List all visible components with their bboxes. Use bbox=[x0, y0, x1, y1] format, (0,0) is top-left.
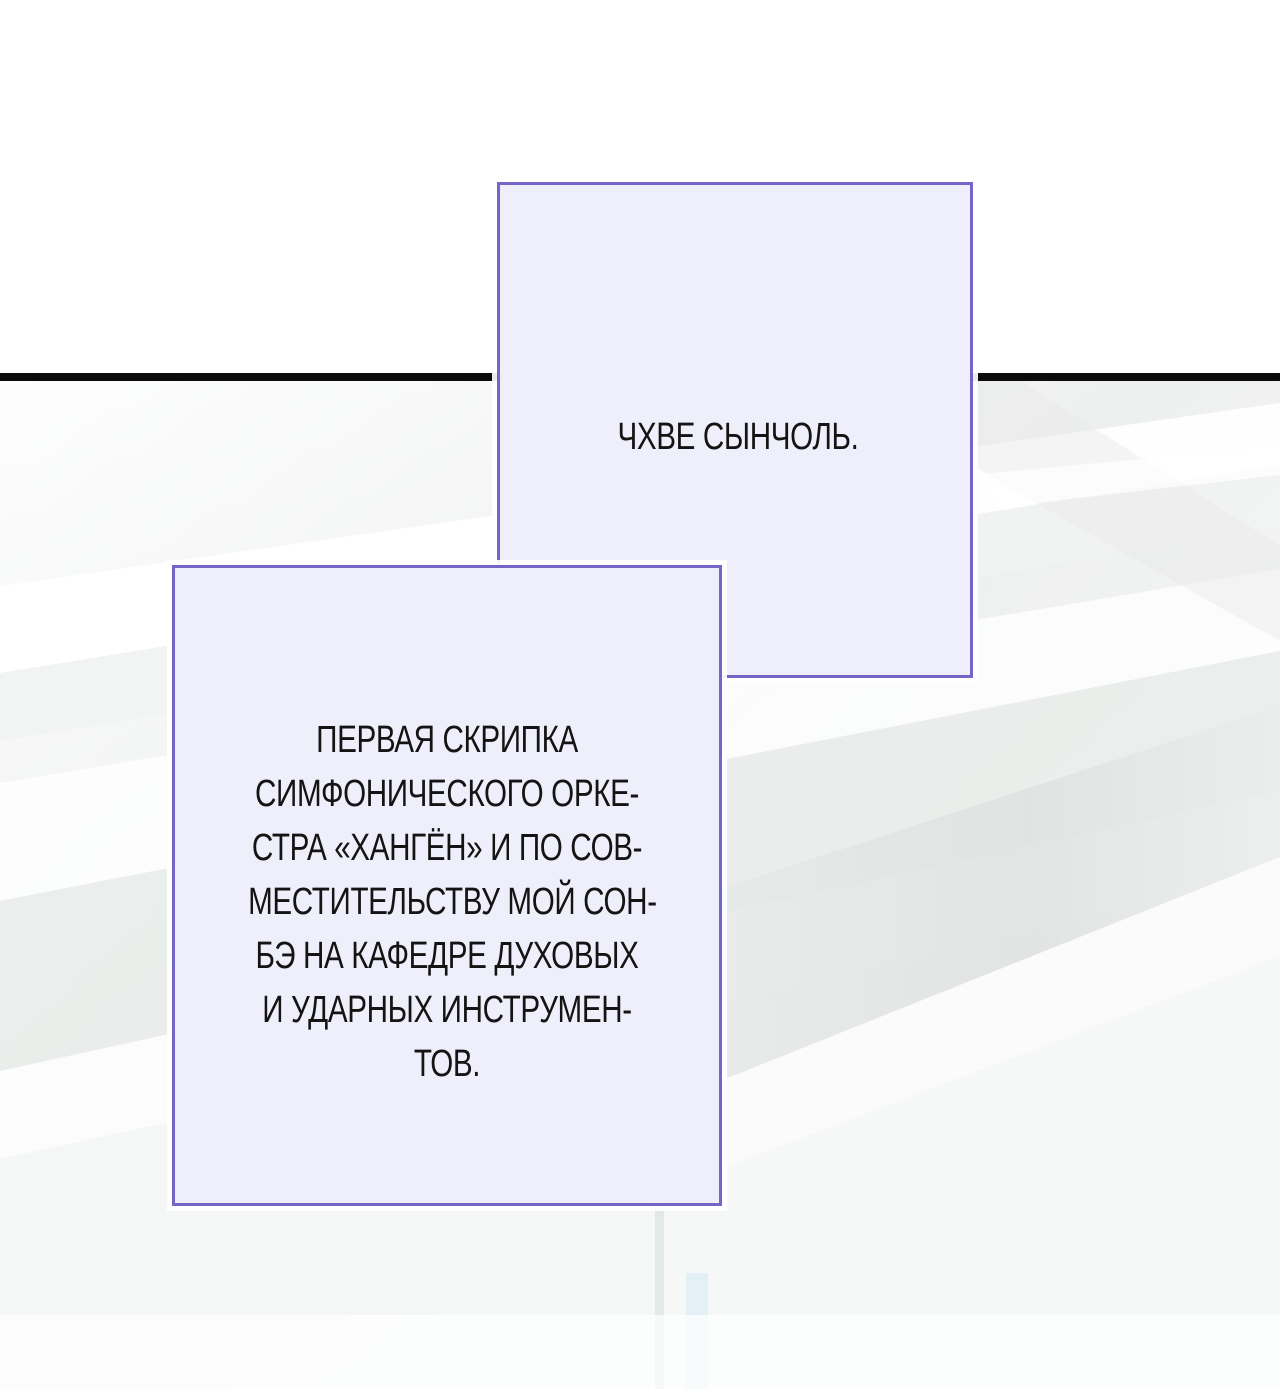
bottom-caption-line: И УДАРНЫХ ИНСТРУМЕН- bbox=[262, 989, 632, 1031]
bottom-caption-line: СТРА «ХАНГЁН» И ПО СОВ- bbox=[251, 827, 643, 869]
caption-box-joint bbox=[500, 568, 719, 675]
bottom-caption-line: МЕСТИТЕЛЬСТВУ МОЙ СОН- bbox=[248, 881, 657, 923]
bottom-caption-line: ТОВ. bbox=[413, 1043, 481, 1085]
bottom-caption-text: ПЕРВАЯ СКРИПКА СИМФОНИЧЕСКОГО ОРКЕ- СТРА… bbox=[248, 713, 657, 1091]
bottom-caption-line: БЭ НА КАФЕДРЕ ДУХОВЫХ bbox=[255, 935, 639, 977]
bottom-caption-line: ПЕРВАЯ СКРИПКА bbox=[316, 719, 578, 761]
top-caption-text: ЧХВЕ СЫНЧОЛЬ. bbox=[617, 416, 859, 458]
bottom-caption-line: СИМФОНИЧЕСКОГО ОРКЕ- bbox=[255, 773, 639, 815]
